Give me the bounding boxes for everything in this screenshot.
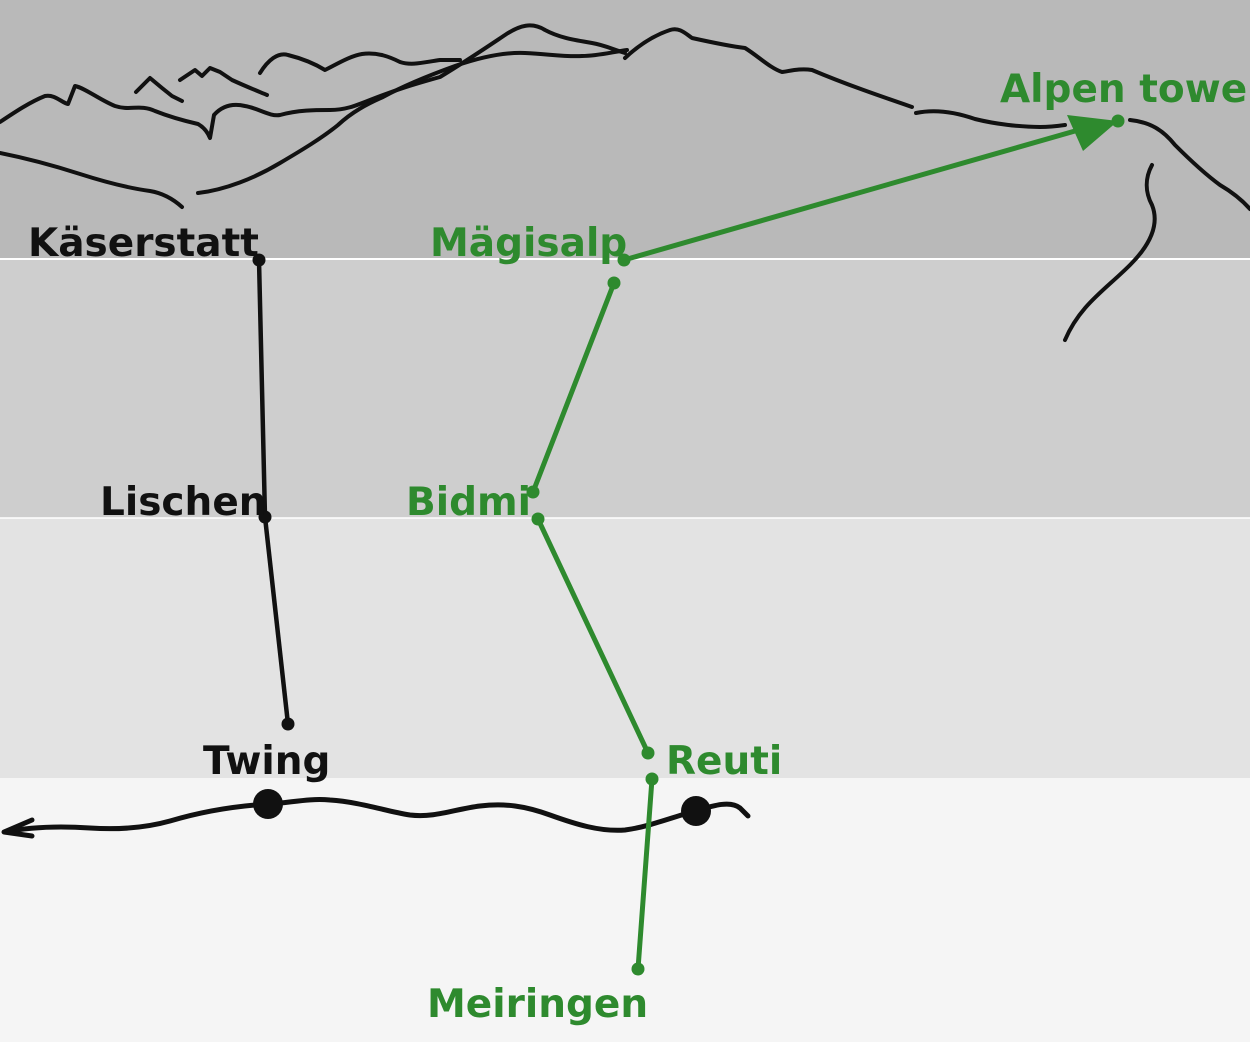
stop-alpen-tower bbox=[1111, 114, 1125, 128]
stop-reuti-upper bbox=[641, 746, 655, 760]
lake-stop-right bbox=[681, 796, 711, 826]
cable-bidmi-maegisalp bbox=[530, 280, 617, 495]
stop-maegisalp-lower bbox=[607, 276, 621, 290]
stop-bidmi-lower bbox=[531, 512, 545, 526]
label-bidmi: Bidmi bbox=[406, 480, 531, 525]
cable-reuti-bidmi bbox=[535, 516, 651, 756]
label-alpen-tower: Alpen tower bbox=[1000, 67, 1250, 112]
stop-reuti-lower bbox=[645, 772, 659, 786]
label-twing: Twing bbox=[203, 739, 330, 784]
alpen-tower-arrow-head bbox=[1067, 115, 1118, 151]
cableway-meiringen-alpen-tower bbox=[530, 128, 1078, 972]
lake-shoreline bbox=[1, 797, 751, 839]
stop-twing bbox=[281, 717, 295, 731]
label-lischen: Lischen bbox=[100, 480, 267, 525]
label-reuti: Reuti bbox=[666, 739, 782, 784]
stop-maegisalp-upper bbox=[617, 253, 631, 267]
lake-stop-left bbox=[253, 789, 283, 819]
stop-bidmi-upper bbox=[526, 485, 540, 499]
mountain-sketch bbox=[0, 23, 1250, 342]
label-kaeserstatt: Käserstatt bbox=[28, 221, 259, 266]
stop-kaeserstatt bbox=[252, 253, 266, 267]
cable-meiringen-reuti bbox=[635, 776, 655, 972]
cable-maegisalp-alpen-tower bbox=[621, 128, 1078, 263]
label-meiringen: Meiringen bbox=[427, 982, 648, 1027]
label-maegisalp: Mägisalp bbox=[430, 221, 627, 266]
band-bottom bbox=[0, 778, 1250, 1042]
band-top bbox=[0, 0, 1250, 259]
cable-kaeserstatt-lischen bbox=[256, 257, 268, 520]
stop-lischen bbox=[258, 510, 272, 524]
cable-lischen-twing bbox=[262, 514, 291, 727]
lake-arrow-head bbox=[1, 817, 35, 839]
stop-meiringen bbox=[631, 962, 645, 976]
band-lower-middle bbox=[0, 518, 1250, 778]
band-upper-middle bbox=[0, 259, 1250, 518]
cableway-kaeserstatt-twing bbox=[256, 257, 291, 727]
